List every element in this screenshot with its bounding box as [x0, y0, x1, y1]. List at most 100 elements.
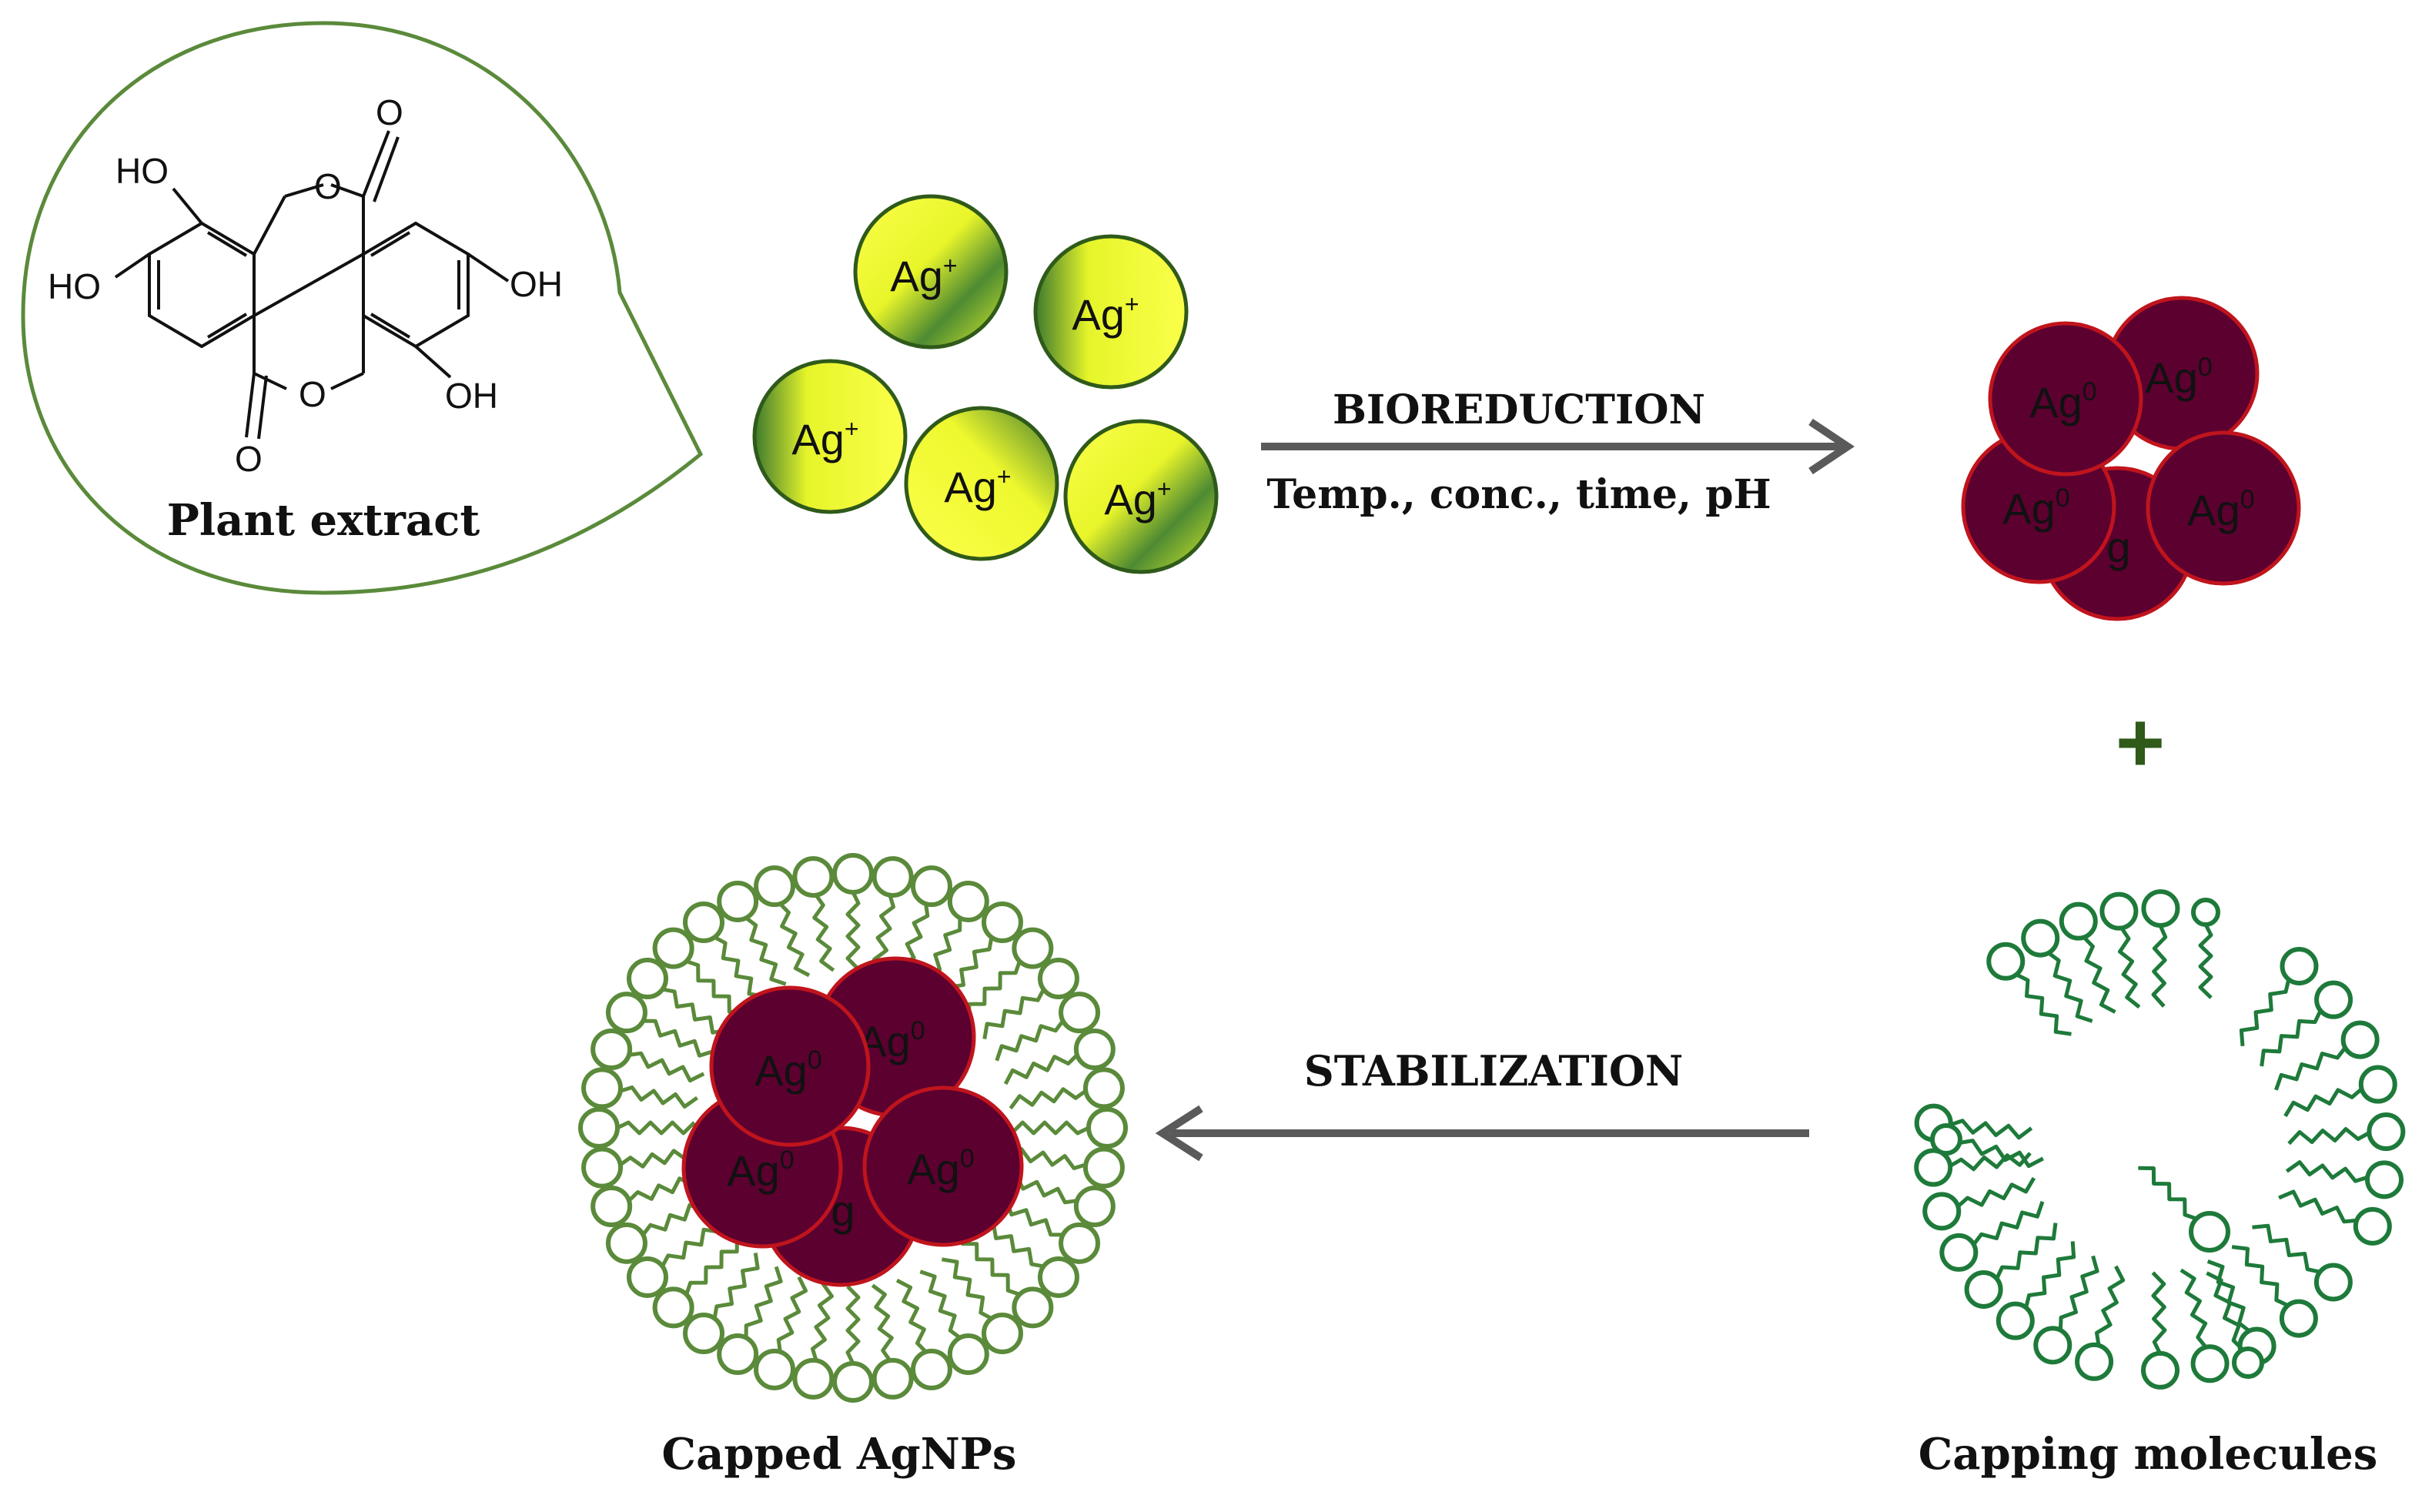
capped-agnps-label: Capped AgNPs: [662, 1429, 1017, 1480]
capping-molecule: [2138, 1166, 2230, 1253]
capping-molecule: [581, 1146, 698, 1189]
capping-molecule: [2059, 902, 2116, 1014]
capping-molecule: [1007, 1146, 1125, 1189]
silver-atom: Ag0: [709, 985, 871, 1147]
svg-text:Ag0: Ag0: [754, 1045, 821, 1095]
bioreduction-step: BIOREDUCTION Temp., conc., time, pH: [1261, 386, 1855, 518]
capping-molecule: [2283, 1065, 2397, 1118]
hydroxyl-top-left: HO: [115, 151, 169, 191]
capping-molecule: [1003, 1029, 1116, 1085]
capping-molecule: [1939, 1200, 2045, 1272]
capping-molecule: [754, 1276, 808, 1390]
oxygen-carbonyl-bottom: O: [235, 439, 263, 479]
capping-molecule: [1930, 1123, 2044, 1169]
capping-molecule: [919, 1269, 989, 1376]
svg-text:Ag+: Ag+: [1104, 475, 1171, 524]
plus-sign: +: [2116, 695, 2165, 790]
silver-ion: Ag+: [1063, 419, 1219, 574]
capping-molecule: [995, 992, 1101, 1062]
svg-text:Ag+: Ag+: [890, 252, 957, 300]
capping-molecule: [982, 958, 1079, 1040]
capping-molecule: [2179, 1268, 2230, 1383]
plant-extract-panel: HO HO OH OH O O O O Plant extract: [21, 21, 704, 595]
capping-molecule: [652, 1236, 739, 1329]
capping-molecule: [1009, 1067, 1125, 1110]
capping-molecule: [2099, 891, 2141, 1009]
svg-text:Ag+: Ag+: [791, 415, 858, 463]
oxygen-ring-top: O: [314, 166, 342, 206]
silver-atom-cluster: Ag0 g Ag0 Ag0 Ag0: [1961, 296, 2301, 621]
capping-molecule: [792, 1282, 835, 1400]
silver-ion: Ag+: [752, 359, 908, 514]
silver-atom: Ag0: [2146, 430, 2301, 586]
capping-molecule: [2141, 1271, 2180, 1390]
svg-text:Ag0: Ag0: [727, 1146, 794, 1195]
silver-atom: Ag0: [862, 1085, 1024, 1247]
oxygen-carbonyl-top: O: [376, 92, 403, 132]
capping-molecule: [1996, 1241, 2076, 1340]
svg-text:Ag0: Ag0: [2145, 353, 2212, 402]
capping-molecule: [832, 1285, 874, 1403]
capping-molecule: [2287, 1112, 2406, 1152]
capping-molecule: [652, 927, 745, 1014]
silver-ion: Ag+: [853, 194, 1009, 350]
silver-ion: Ag+: [904, 406, 1059, 561]
hydroxyl-bottom-right: OH: [445, 376, 498, 416]
capping-molecule: [2278, 1189, 2392, 1246]
capping-molecule: [1986, 942, 2072, 1036]
capping-molecule: [946, 902, 1023, 1003]
capping-molecule: [2191, 898, 2220, 999]
capping-molecule: [2033, 1255, 2099, 1365]
svg-text:Ag0: Ag0: [2029, 377, 2096, 427]
oxygen-ring-bottom: O: [299, 374, 326, 414]
capping-molecule: [717, 1266, 783, 1376]
capping-molecule: [871, 1283, 914, 1400]
capping-molecules-label: Capping molecules: [1919, 1429, 2378, 1480]
capping-molecule: [1010, 1107, 1128, 1149]
silver-atom: Ag0: [1988, 321, 2143, 477]
svg-text:Ag0: Ag0: [2002, 483, 2069, 533]
capping-molecule: [2274, 1020, 2380, 1091]
capping-molecule: [792, 856, 835, 972]
capping-molecule: [2231, 1245, 2318, 1338]
hydroxyl-mid-right: OH: [510, 264, 563, 304]
capping-molecule: [2206, 1271, 2264, 1379]
hydroxyl-mid-left: HO: [48, 266, 101, 306]
capping-molecule: [590, 1029, 705, 1083]
capping-molecule: [590, 1170, 703, 1227]
capping-molecule: [1922, 1176, 2036, 1231]
capping-molecule: [683, 902, 765, 999]
svg-text:Ag0: Ag0: [907, 1144, 974, 1193]
capping-molecule: [2075, 1265, 2126, 1381]
capping-molecule: [895, 1278, 952, 1390]
capping-molecule: [832, 853, 874, 971]
capping-molecule: [627, 958, 728, 1035]
plant-extract-label: Plant extract: [167, 495, 480, 546]
capping-molecule: [2239, 947, 2319, 1046]
capping-molecule: [961, 1242, 1054, 1329]
capping-molecule: [581, 1067, 699, 1109]
svg-text:Ag0: Ag0: [2187, 485, 2254, 534]
molecule-structure: [114, 130, 510, 440]
stabilization-step: STABILIZATION: [1155, 1046, 1809, 1162]
svg-text:Ag+: Ag+: [1072, 290, 1139, 339]
capping-molecule: [754, 865, 811, 978]
capping-molecule: [1914, 1148, 2032, 1187]
svg-text:Ag+: Ag+: [944, 463, 1011, 511]
capping-molecule: [923, 880, 989, 990]
capped-agnp-core: Ag0 g Ag0 Ag0 Ag0: [681, 956, 1024, 1287]
silver-atom: Ag0: [2104, 296, 2260, 451]
capping-molecule: [871, 856, 914, 974]
stabilization-label: STABILIZATION: [1304, 1046, 1683, 1096]
bioreduction-label: BIOREDUCTION: [1333, 386, 1705, 433]
capping-molecule: [2141, 889, 2180, 1008]
capping-molecule: [578, 1107, 696, 1149]
conditions-label: Temp., conc., time, pH: [1266, 471, 1771, 518]
capping-molecule: [1964, 1223, 2058, 1309]
capping-molecule: [2252, 1223, 2353, 1302]
capping-molecule: [941, 1257, 1023, 1354]
capping-molecule: [717, 880, 787, 986]
silver-ions: Ag+ Ag+ Ag+ Ag+ Ag+: [752, 194, 1219, 574]
capping-molecule: [967, 927, 1054, 1020]
